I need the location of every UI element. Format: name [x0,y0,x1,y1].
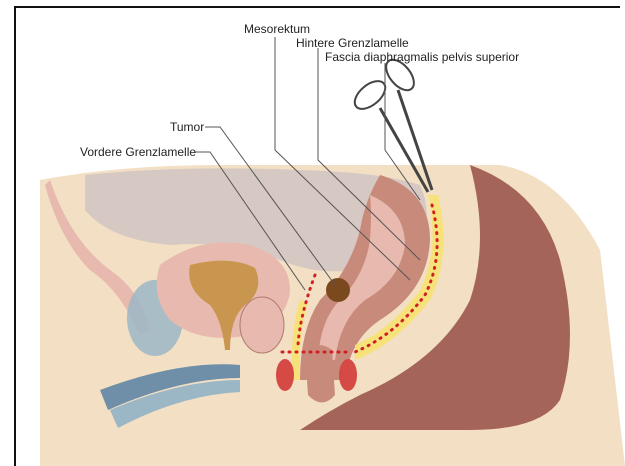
sphincter-right [339,359,357,391]
label-vordere-grenzlamelle: Vordere Grenzlamelle [80,145,196,159]
label-hintere-grenzlamelle: Hintere Grenzlamelle [296,36,409,50]
label-tumor: Tumor [170,120,204,134]
tumor [326,278,350,302]
prostate [240,297,284,353]
anal-canal [305,345,335,403]
sphincter-left [276,359,294,391]
label-mesorektum: Mesorektum [244,22,310,36]
label-fascia: Fascia diaphragmalis pelvis superior [325,50,519,64]
